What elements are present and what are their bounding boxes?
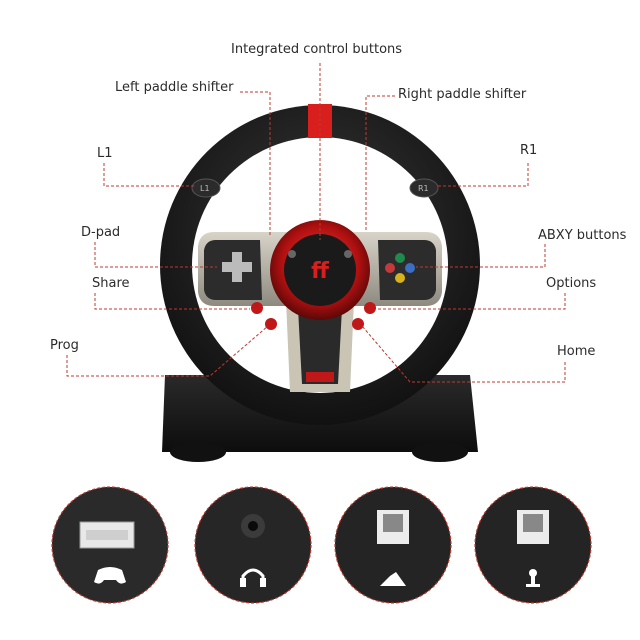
label-right-paddle-shifter: Right paddle shifter [398,87,527,102]
label-l1: L1 [97,146,113,161]
label-left-paddle-shifter: Left paddle shifter [115,80,234,95]
svg-text:ff: ff [311,259,330,284]
l1-button-mark: L1 [200,184,210,193]
r1-button-mark: R1 [418,184,429,193]
label-abxy-buttons: ABXY buttons [538,228,627,243]
headphones-icon [240,568,266,587]
port-audio [194,486,312,604]
callout-lines [66,63,566,383]
pedal-icon [380,572,406,586]
gamepad-icon [94,567,126,584]
control-buttons[interactable] [251,250,376,330]
label-home: Home [557,344,596,359]
gear-shifter-icon [526,569,540,587]
label-prog: Prog [50,338,79,353]
label-share: Share [92,276,130,291]
label-integrated-control-buttons: Integrated control buttons [231,42,403,57]
port-usb [51,486,169,604]
label-options: Options [546,276,597,291]
label-dpad: D-pad [81,225,121,240]
abxy-buttons[interactable] [385,253,415,283]
label-r1: R1 [520,143,538,158]
center-hub: ff [270,220,370,320]
l1-button[interactable] [191,178,221,198]
r1-button[interactable] [409,178,439,198]
port-pedal-rj [334,486,452,604]
dpad[interactable] [222,252,252,282]
